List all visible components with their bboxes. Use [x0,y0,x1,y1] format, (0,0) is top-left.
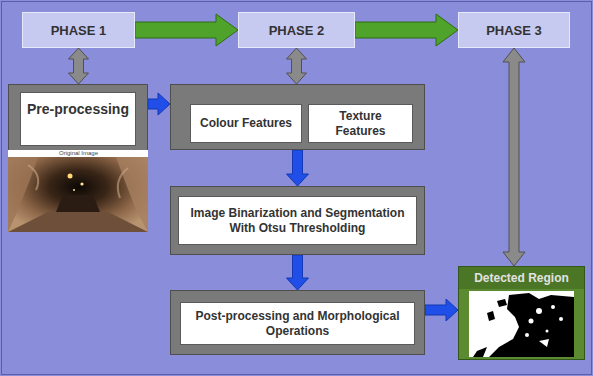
phase-box: PHASE 2 [238,12,355,48]
flow-arrow [503,48,525,266]
image-caption: Original Image [59,150,98,156]
step-label: Texture Features [308,104,413,143]
step-label: Image Binarization and Segmentation With… [178,196,417,245]
flow-arrow [148,93,170,115]
step-label: Post-processing and Morphological Operat… [180,302,415,345]
flow-arrow [287,48,307,84]
phase-label: PHASE 1 [51,23,107,38]
process-panel: Pre-processing Original Image [8,84,148,232]
process-panel: Colour FeaturesTexture Features [170,84,425,150]
segmentation-mask [469,291,574,357]
phase-box: PHASE 1 [22,12,135,48]
result-panel: Detected Region [458,266,585,360]
flow-arrow [355,14,458,46]
tunnel-photo [8,150,148,232]
flow-arrow [425,299,458,321]
process-panel: Image Binarization and Segmentation With… [170,186,425,255]
phase-label: PHASE 3 [486,23,542,38]
flow-arrow [135,14,238,46]
flow-arrow [287,255,309,290]
flow-arrow [287,150,309,186]
step-label: Pre-processing [20,92,136,146]
flow-arrow [69,48,89,84]
phase-box: PHASE 3 [458,12,570,48]
panel-heading: Detected Region [459,267,584,289]
step-label: Colour Features [190,104,302,143]
process-panel: Post-processing and Morphological Operat… [170,290,425,355]
phase-label: PHASE 2 [269,23,325,38]
